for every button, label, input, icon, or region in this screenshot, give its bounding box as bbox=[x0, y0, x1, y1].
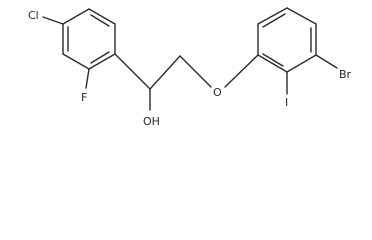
molecule-structure: Cl F OH O Br I bbox=[28, 7, 352, 128]
hydroxyl-label: OH bbox=[143, 115, 160, 128]
atom-labels: Cl F OH O Br I bbox=[28, 9, 352, 128]
bond bbox=[224, 54, 259, 88]
bond bbox=[62, 53, 90, 70]
bond bbox=[149, 55, 181, 90]
bond bbox=[262, 13, 286, 28]
bond bbox=[262, 53, 284, 67]
bond bbox=[88, 8, 116, 25]
bond bbox=[90, 14, 110, 27]
fluorine-label: F bbox=[81, 91, 87, 104]
bond bbox=[257, 7, 288, 25]
bond bbox=[257, 54, 288, 73]
ether-oxygen-label: O bbox=[213, 86, 222, 99]
iodine-label: I bbox=[285, 96, 288, 109]
bond bbox=[88, 53, 116, 70]
bond bbox=[179, 55, 212, 88]
chlorine-label: Cl bbox=[28, 9, 39, 22]
bond bbox=[90, 51, 110, 64]
bromine-label: Br bbox=[339, 68, 352, 81]
bond bbox=[315, 54, 338, 69]
bond bbox=[42, 16, 64, 25]
bond bbox=[286, 7, 317, 25]
bond bbox=[286, 54, 317, 73]
bonds bbox=[42, 7, 338, 111]
bond bbox=[62, 8, 90, 25]
bond bbox=[114, 53, 151, 90]
bond bbox=[85, 68, 90, 89]
